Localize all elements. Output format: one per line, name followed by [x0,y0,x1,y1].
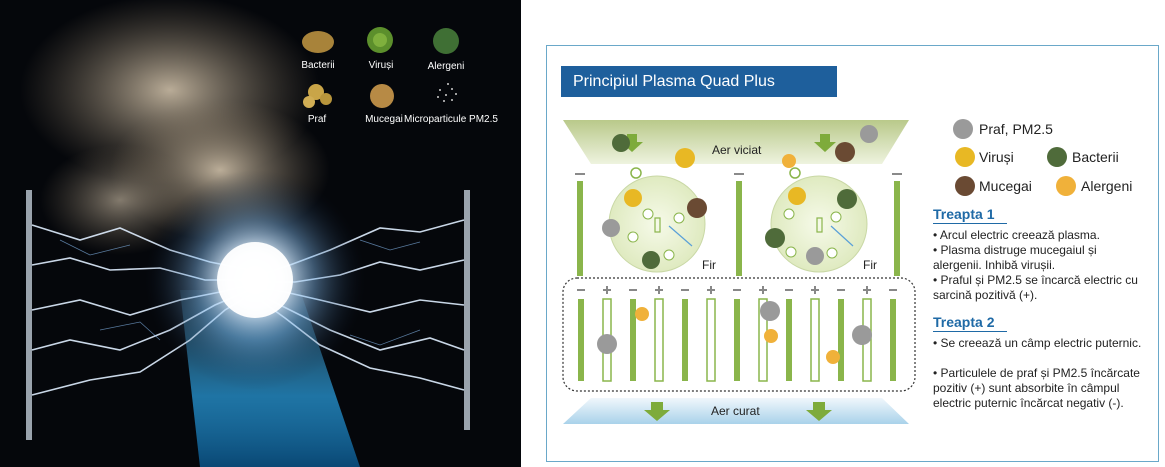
key-virus-icon [955,147,975,167]
diagram-title: Principiul Plasma Quad Plus [573,73,775,90]
legend-label-mold: Mucegai [365,114,403,125]
key-label-virus: Viruși [979,149,1014,165]
wire-label-right: Fir [863,258,877,272]
allergen-icon [433,28,459,54]
step1-item: • Praful și PM2.5 se încarcă electric cu… [933,273,1138,302]
clean-air-label: Aer curat [711,404,760,418]
legend-label-allergen: Alergeni [427,61,465,72]
mold-icon [370,84,394,108]
step1-item: • Arcul electric creează plasma. [933,228,1100,242]
key-label-mold: Mucegai [979,178,1032,194]
down-arrow-icon [644,402,670,421]
step2-underline [933,331,1007,332]
stale-air-inlet [563,120,909,164]
step1-item: • Plasma distruge mucegaiul și alergenii… [933,243,1097,272]
key-dust-icon [953,119,973,139]
step1-underline [933,223,1007,224]
step2-title: Treapta 2 [933,314,995,330]
legend-label-dust: Praf [307,114,327,125]
stage2-frame [562,277,916,392]
plasma-quad-plus-diagram: Principiul Plasma Quad Plus [546,45,1159,462]
legend-label-bacteria: Bacterii [301,60,335,71]
wire-label-left: Fir [702,258,716,272]
plasma-photo: Bacterii Viruși Alergeni Praf Mucegai Mi… [0,0,521,467]
key-allergen-icon [1056,176,1076,196]
microparticle-icon [437,83,457,102]
diagram-title-bar: Principiul Plasma Quad Plus [561,66,837,97]
key-label-allergen: Alergeni [1081,178,1133,194]
down-arrow-icon [806,402,832,421]
key-mold-icon [955,176,975,196]
bacteria-icon [302,31,334,53]
legend-label-virus: Viruși [368,60,394,71]
plasma-arc-illustration [20,0,470,467]
step2-item: • Particulele de praf și PM2.5 încărcate… [933,366,1140,410]
key-label-dust: Praf, PM2.5 [979,121,1053,137]
down-arrow-icon [814,134,836,152]
step2-item: • Se creează un câmp electric puternic. [933,336,1142,350]
virus-icon [367,27,393,53]
down-arrow-icon [621,134,643,152]
step1-title: Treapta 1 [933,206,995,222]
key-bacteria-icon [1047,147,1067,167]
dust-icon [303,84,332,108]
purifier-schematic [562,119,1076,424]
key-label-bacteria: Bacterii [1072,149,1119,165]
legend-label-microparticles: Microparticule PM2.5 [404,114,498,125]
stale-air-label: Aer viciat [712,143,762,157]
